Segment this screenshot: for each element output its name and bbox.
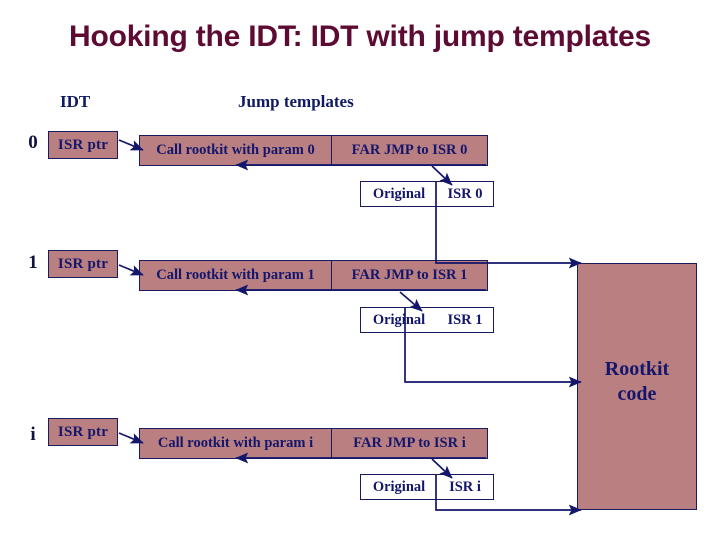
rootkit-code-label-line1: Rootkit (604, 358, 670, 380)
rootkit-code-label-line2: code (617, 383, 657, 405)
jump-template-0-call-cell[interactable]: Call rootkit with param 0 (140, 136, 332, 165)
rootkit-code-label: Rootkit code (560, 357, 714, 407)
original-isr-1[interactable]: Original ISR 1 (360, 307, 494, 333)
original-isr-i-name: ISR i (449, 478, 481, 495)
idt-entry-1-isr-ptr-label: ISR ptr (57, 255, 109, 272)
idt-entry-i-isr-ptr-label: ISR ptr (57, 423, 109, 440)
original-isr-i[interactable]: Original ISR i (360, 474, 494, 500)
idt-entry-1-isr-ptr[interactable]: ISR ptr (48, 250, 118, 278)
idt-entry-0-isr-ptr[interactable]: ISR ptr (48, 131, 118, 159)
rootkit-code-block[interactable] (577, 263, 697, 510)
original-isr-0-name: ISR 0 (447, 185, 483, 202)
column-header-jump-templates: Jump templates (238, 92, 354, 111)
jump-template-0[interactable]: Call rootkit with param 0 FAR JMP to ISR… (139, 135, 488, 166)
jump-template-i[interactable]: Call rootkit with param i FAR JMP to ISR… (139, 428, 488, 459)
idt-index-1: 1 (28, 252, 38, 273)
idt-entry-0-isr-ptr-label: ISR ptr (57, 136, 109, 153)
original-isr-1-prefix: Original (372, 311, 426, 328)
jump-template-0-jmp-cell[interactable]: FAR JMP to ISR 0 (332, 136, 487, 165)
original-isr-1-name: ISR 1 (447, 311, 483, 328)
idt-entry-i-isr-ptr[interactable]: ISR ptr (48, 418, 118, 446)
jump-template-1-call-cell[interactable]: Call rootkit with param 1 (140, 261, 332, 290)
jump-template-i-call-label: Call rootkit with param i (157, 435, 314, 451)
original-isr-0[interactable]: Original ISR 0 (360, 181, 494, 207)
jump-template-1-call-label: Call rootkit with param 1 (156, 267, 315, 283)
jump-template-1[interactable]: Call rootkit with param 1 FAR JMP to ISR… (139, 260, 488, 291)
jump-template-i-jmp-cell[interactable]: FAR JMP to ISR i (332, 429, 487, 458)
jump-template-1-jmp-label: FAR JMP to ISR 1 (351, 267, 468, 283)
idt-index-0: 0 (28, 132, 38, 153)
jump-template-i-call-cell[interactable]: Call rootkit with param i (140, 429, 332, 458)
original-isr-0-prefix: Original (372, 185, 426, 202)
jump-template-1-jmp-cell[interactable]: FAR JMP to ISR 1 (332, 261, 487, 290)
column-header-idt: IDT (60, 92, 91, 111)
idt-index-i: i (30, 424, 36, 445)
jump-template-0-jmp-label: FAR JMP to ISR 0 (351, 142, 468, 158)
page-title: Hooking the IDT: IDT with jump templates (68, 20, 651, 53)
jump-template-0-call-label: Call rootkit with param 0 (156, 142, 315, 158)
original-isr-i-prefix: Original (372, 478, 426, 495)
jump-template-i-jmp-label: FAR JMP to ISR i (353, 435, 466, 451)
